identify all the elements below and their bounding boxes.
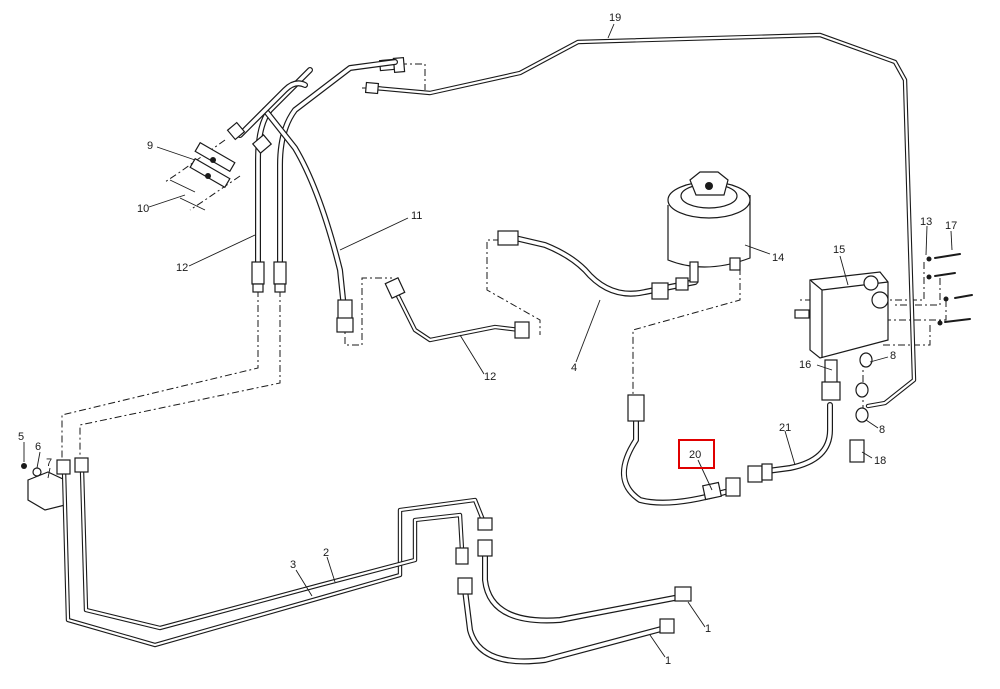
label-10: 10 — [137, 203, 149, 215]
label-1-lower: 1 — [665, 655, 671, 667]
label-11: 11 — [411, 210, 422, 222]
label-16: 16 — [799, 359, 811, 371]
part-labels: 19 9 10 11 12 12 4 14 15 13 17 16 8 8 18… — [18, 12, 957, 667]
label-12-upper: 12 — [176, 262, 188, 274]
label-8-lower: 8 — [879, 424, 885, 436]
pipe-12-middle — [384, 276, 530, 343]
label-3: 3 — [290, 559, 296, 571]
label-21: 21 — [779, 422, 791, 434]
label-13: 13 — [920, 216, 932, 228]
label-6: 6 — [35, 441, 41, 453]
hoses-1 — [455, 517, 692, 665]
label-18: 18 — [874, 455, 886, 467]
label-2: 2 — [323, 547, 329, 559]
bolts-13-17 — [926, 253, 973, 326]
pump-15 — [794, 271, 889, 401]
pipes-2-3 — [56, 457, 486, 648]
hose-11-12-upper — [226, 59, 398, 333]
label-8-upper: 8 — [890, 350, 896, 362]
label-5: 5 — [18, 431, 24, 443]
label-4: 4 — [571, 362, 577, 374]
label-20: 20 — [689, 449, 701, 461]
assembly-dash-lines — [61, 63, 947, 460]
label-9: 9 — [147, 140, 153, 152]
label-19: 19 — [609, 12, 621, 24]
hose-4 — [497, 230, 698, 300]
highlight-box-20 — [678, 439, 715, 469]
label-7: 7 — [46, 457, 52, 469]
washers-8-fitting-18 — [849, 352, 873, 463]
label-15: 15 — [833, 244, 845, 256]
hose-20-21 — [620, 394, 833, 506]
label-12-middle: 12 — [484, 371, 496, 383]
label-leaders — [23, 23, 953, 658]
label-1-upper: 1 — [705, 623, 711, 635]
bracket-9-10 — [169, 141, 236, 211]
label-14: 14 — [772, 252, 784, 264]
label-17: 17 — [945, 220, 957, 232]
reservoir-14 — [667, 171, 751, 283]
